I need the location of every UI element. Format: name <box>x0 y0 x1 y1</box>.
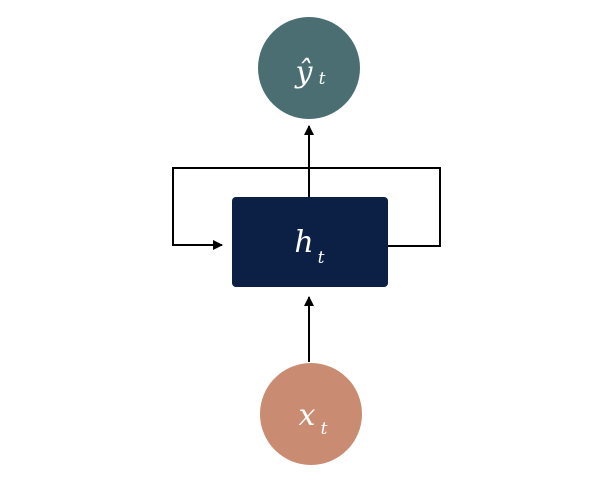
input-node-label: x <box>299 398 316 433</box>
output-node-circle <box>258 17 360 119</box>
output-node: ŷ t <box>258 17 360 119</box>
output-node-label: ŷ <box>294 55 314 90</box>
hidden-node: h t <box>232 197 388 287</box>
hidden-node-label: h <box>294 225 313 260</box>
input-node-circle <box>260 363 362 465</box>
input-node: x t <box>260 363 362 465</box>
hidden-node-subscript: t <box>318 248 325 268</box>
hidden-node-box <box>232 197 388 287</box>
output-node-subscript: t <box>319 69 326 89</box>
input-node-subscript: t <box>321 419 328 439</box>
recurrent-loop-line <box>172 167 441 250</box>
